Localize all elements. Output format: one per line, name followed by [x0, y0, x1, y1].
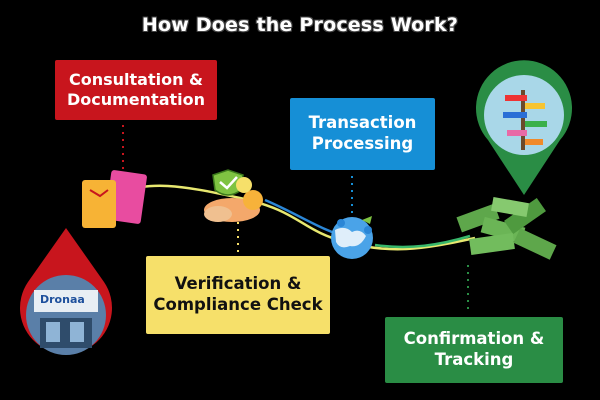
- step2-line1: Transaction: [308, 113, 417, 133]
- money-pile-icon: [456, 196, 557, 260]
- step3-line2: Compliance Check: [153, 295, 323, 314]
- step-consultation-documentation: Consultation & Documentation: [55, 60, 217, 120]
- step1-line1: Consultation &: [68, 70, 203, 89]
- step1-line2: Documentation: [66, 90, 206, 109]
- step3-line1: Verification &: [174, 274, 302, 294]
- step4-line2: Tracking: [434, 350, 514, 369]
- signpost-map-pin: [476, 60, 573, 195]
- office-sign-text: Dronaa: [40, 293, 85, 306]
- page-title: How Does the Process Work?: [141, 14, 459, 36]
- process-flow-path-green: [374, 234, 471, 249]
- step-confirmation-tracking: Confirmation & Tracking: [385, 317, 563, 383]
- process-flow-path: [111, 184, 476, 251]
- office-photo-pin: [19, 228, 113, 355]
- step4-line1: Confirmation &: [403, 329, 545, 349]
- globe-icon: [331, 216, 373, 259]
- documents-icon: [82, 170, 147, 228]
- step-transaction-processing: Transaction Processing: [290, 98, 435, 170]
- verification-hand-icon: [204, 169, 263, 222]
- step-verification-compliance: Verification & Compliance Check: [146, 256, 330, 334]
- step2-line2: Processing: [311, 134, 414, 153]
